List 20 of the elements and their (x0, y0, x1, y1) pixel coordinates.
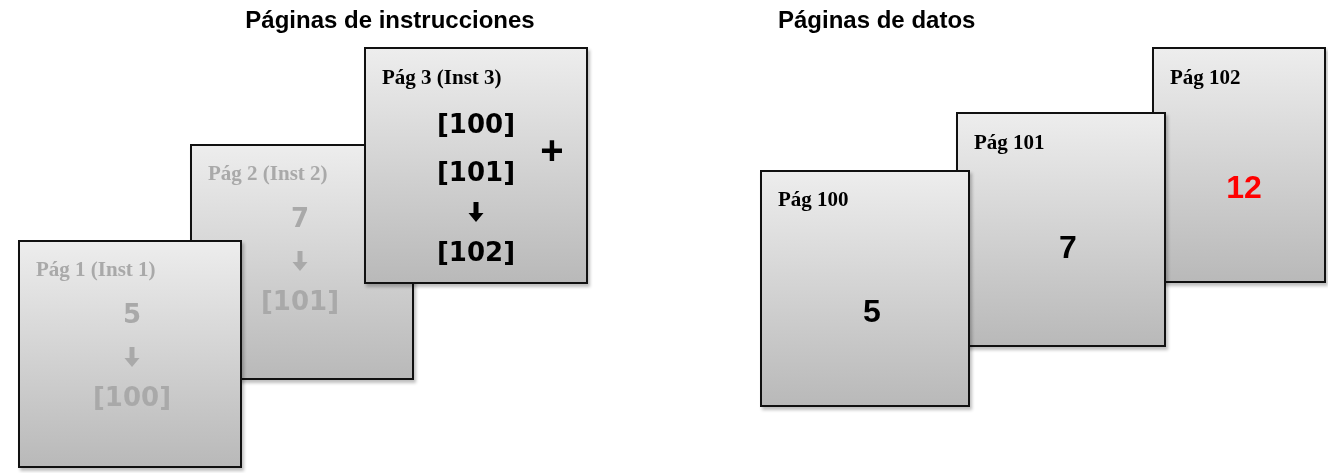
section-heading: Páginas de instrucciones (245, 6, 535, 34)
page-heading: Pág 2 (Inst 2) (208, 160, 328, 186)
page-heading: Pág 100 (778, 186, 849, 212)
plus-sign: + (540, 127, 564, 173)
page-heading: Pág 3 (Inst 3) (382, 64, 502, 90)
page-card (1152, 47, 1326, 283)
value-text: 12 (1226, 168, 1262, 206)
page-heading: Pág 102 (1170, 64, 1241, 90)
value-text: 7 (1059, 228, 1077, 266)
page-card (760, 170, 970, 407)
value-text: 5 (863, 292, 881, 330)
page-card (956, 112, 1166, 347)
section-heading: Páginas de datos (778, 6, 976, 34)
page-card (18, 240, 242, 468)
address-text: [101] (437, 157, 515, 187)
page-card (364, 47, 588, 284)
page-heading: Pág 1 (Inst 1) (36, 256, 156, 282)
address-text: [102] (437, 237, 515, 267)
page-heading: Pág 101 (974, 129, 1045, 155)
address-text: [100] (437, 109, 515, 139)
